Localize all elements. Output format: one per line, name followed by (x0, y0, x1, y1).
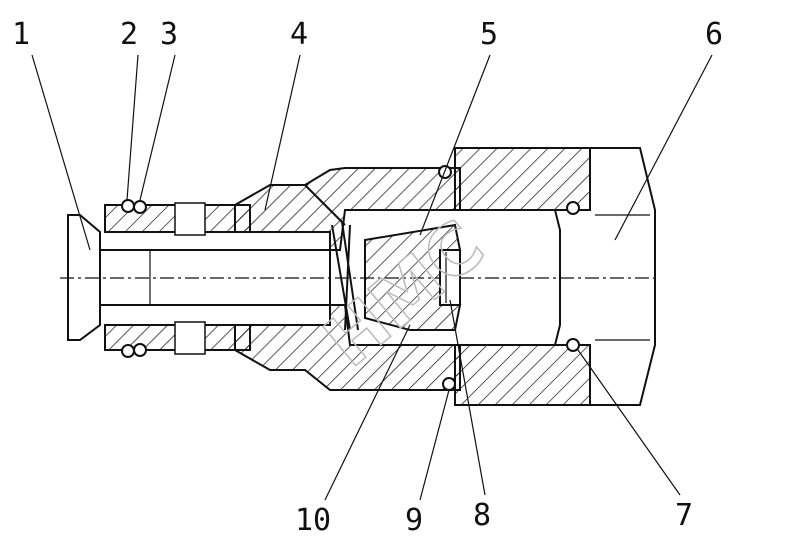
callout-4: 4 (290, 17, 308, 52)
callout-2: 2 (120, 17, 138, 52)
leader-lines (31, 54, 713, 501)
callout-7: 7 (675, 498, 693, 533)
callout-1: 1 (12, 17, 30, 52)
callout-6: 6 (705, 17, 723, 52)
callout-10: 10 (295, 503, 331, 538)
nut-part-6 (438, 147, 656, 406)
callout-5: 5 (480, 17, 498, 52)
spring-and-spool (331, 221, 462, 331)
callout-3: 3 (160, 17, 178, 52)
sleeve (104, 199, 251, 358)
body-part-4 (234, 167, 461, 391)
callout-9: 9 (405, 503, 423, 538)
callout-8: 8 (473, 498, 491, 533)
